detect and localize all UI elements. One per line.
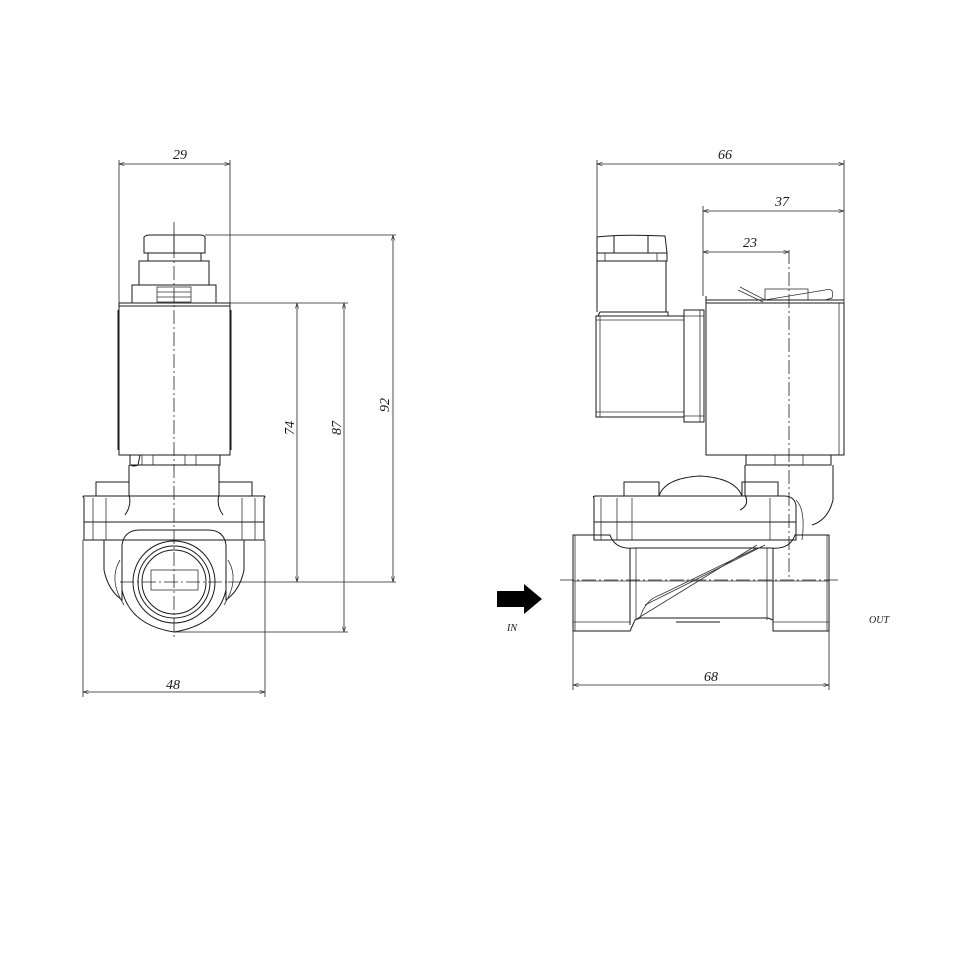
side-bonnet [592,475,804,541]
dim-74-label: 74 [283,421,298,435]
outlet-label: OUT [869,615,890,626]
dim-92: 92 [378,235,393,582]
dim-body-width: 48 [82,540,266,697]
flow-direction-arrow-icon [497,584,542,614]
dim-48-label: 48 [166,678,180,693]
inlet-label: IN [506,623,518,634]
dim-87-label: 87 [330,420,345,435]
dim-37-label: 37 [774,195,790,210]
front-view: 29 48 74 87 92 [82,148,396,697]
dim-68-label: 68 [704,670,718,685]
dim-87: 87 [330,303,345,632]
side-valve-body [560,534,840,632]
dim-68: 68 [572,631,830,690]
coil [117,302,232,456]
lower-nut [129,454,221,467]
connector-plug [595,260,705,423]
side-view: IN OUT 66 37 23 68 [497,148,890,690]
dim-coil-width: 29 [118,148,231,303]
dim-74: 74 [283,303,298,582]
dim-23-label: 23 [743,236,757,251]
side-lower-nut [739,454,834,526]
dim-37: 37 [702,195,844,296]
dim-66: 66 [596,148,845,303]
dim-66-label: 66 [718,148,732,163]
dim-23: 23 [703,236,789,252]
dim-29-label: 29 [173,148,187,163]
retaining-clip [735,286,834,303]
dim-92-label: 92 [378,398,393,412]
connector-nut [596,234,668,262]
